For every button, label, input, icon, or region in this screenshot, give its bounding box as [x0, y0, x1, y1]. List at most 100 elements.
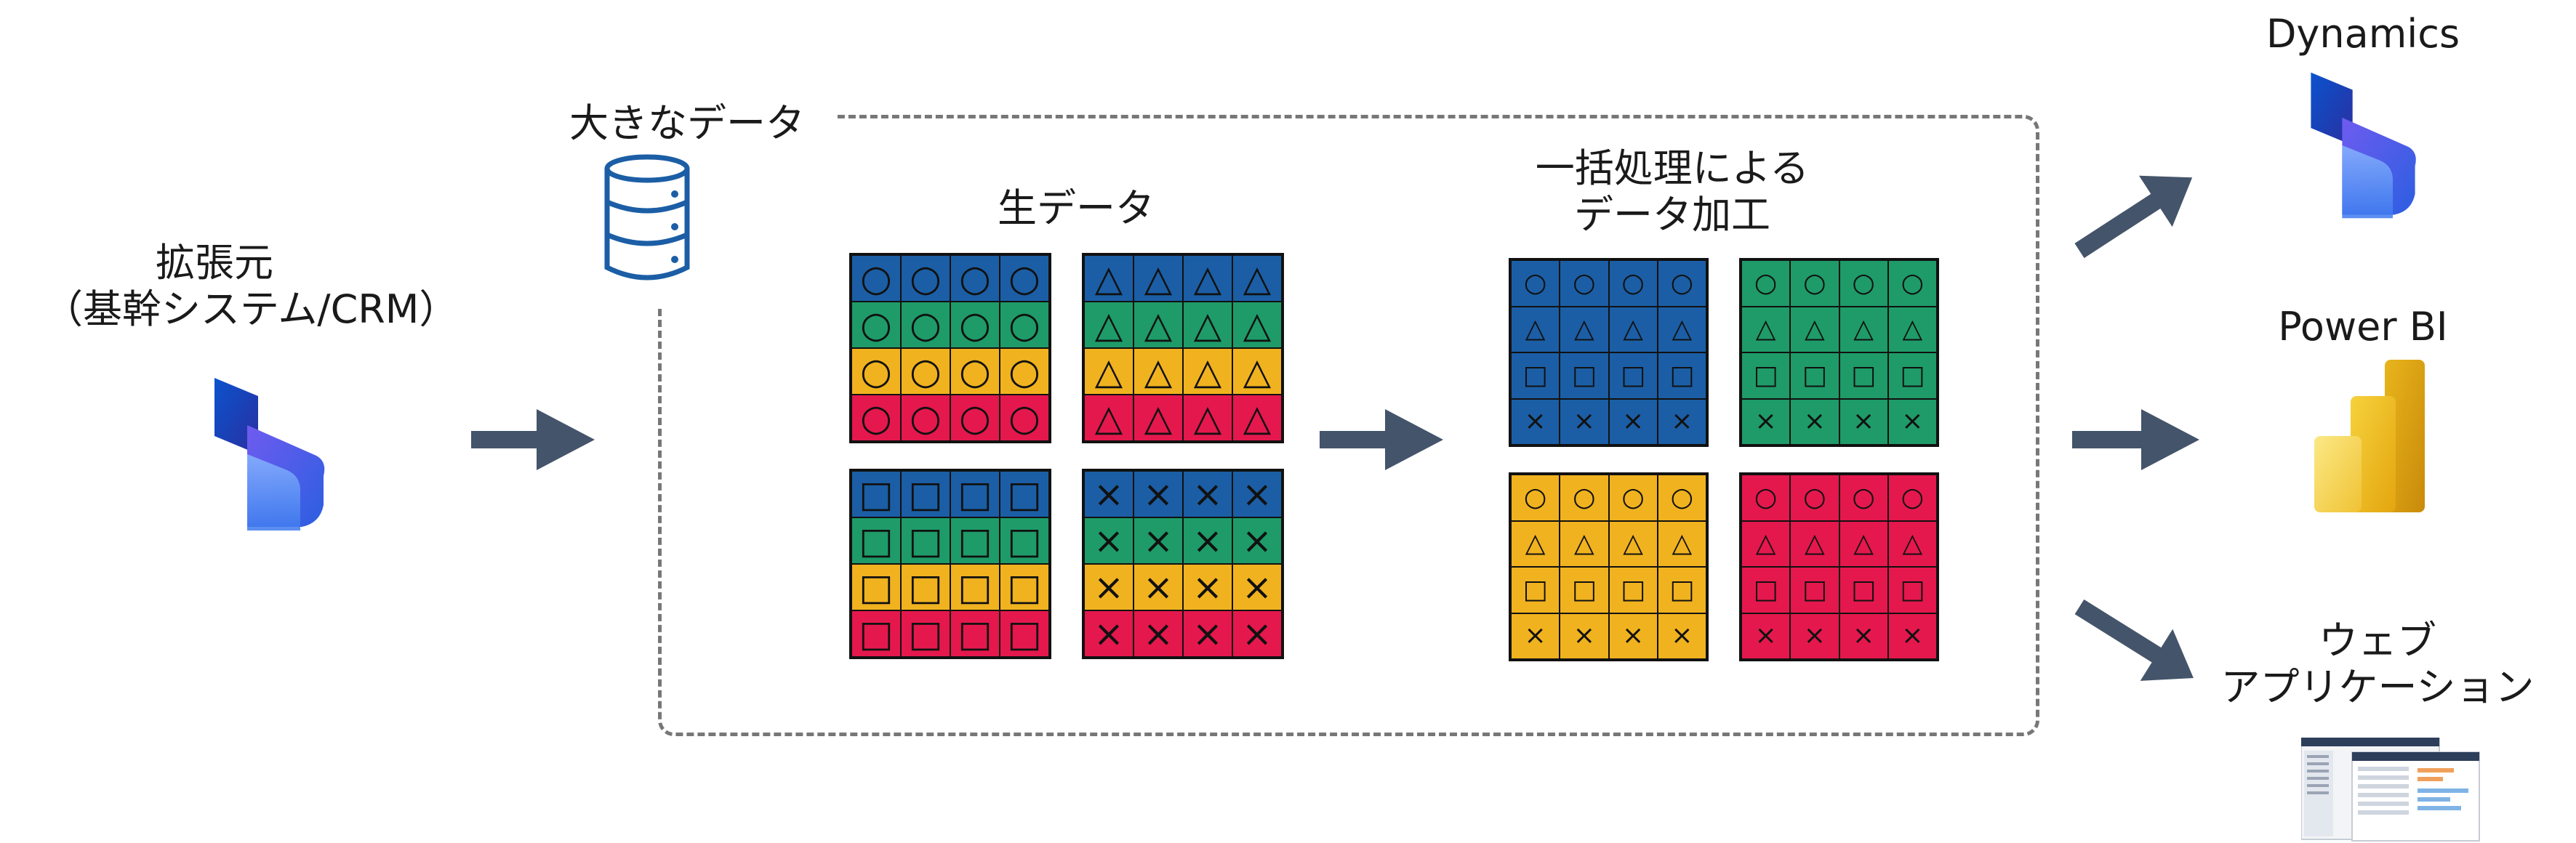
grid-cell-cross: × [1608, 613, 1658, 659]
grid-cell-triangle: △ [1608, 520, 1658, 567]
grid-cell-circle: ○ [1887, 260, 1937, 307]
arrow-to-powerbi-icon [2072, 409, 2199, 470]
arrow-to-container-icon [471, 409, 595, 470]
grid-cell-square: □ [1608, 352, 1658, 399]
raw-grid-cross: ×××××××××××××××× [1082, 469, 1284, 659]
grid-cell-triangle: △ [1084, 395, 1133, 441]
dynamics-logo-icon [2311, 72, 2416, 219]
grid-cell-circle: ○ [1839, 475, 1888, 521]
grid-cell-cross: × [1183, 610, 1232, 657]
grid-cell-triangle: △ [1839, 306, 1888, 352]
grid-cell-square: □ [901, 564, 950, 610]
grid-cell-triangle: △ [1511, 306, 1560, 352]
grid-cell-square: □ [1790, 352, 1839, 399]
grid-cell-cross: × [1511, 398, 1560, 445]
grid-cell-triangle: △ [1084, 302, 1133, 348]
grid-cell-cross: × [1657, 613, 1706, 659]
grid-cell-circle: ○ [1657, 475, 1706, 521]
grid-cell-square: □ [851, 564, 901, 610]
grid-cell-triangle: △ [1183, 255, 1232, 302]
grid-cell-circle: ○ [1000, 395, 1049, 441]
web-app-screenshot-icon [2301, 738, 2480, 842]
grid-cell-triangle: △ [1741, 520, 1791, 567]
grid-cell-triangle: △ [1133, 255, 1183, 302]
grid-cell-square: □ [901, 610, 950, 657]
processed-grid-red: ○○○○△△△△□□□□×××× [1739, 472, 1939, 661]
grid-cell-triangle: △ [1232, 348, 1282, 395]
dynamics-logo-icon [214, 378, 325, 531]
processed-grid-green: ○○○○△△△△□□□□×××× [1739, 258, 1939, 447]
grid-cell-square: □ [1790, 567, 1839, 613]
processed-title-line2: データ加工 [1574, 191, 1770, 238]
grid-cell-cross: × [1232, 517, 1282, 564]
grid-cell-square: □ [851, 610, 901, 657]
grid-cell-cross: × [1232, 564, 1282, 610]
grid-cell-circle: ○ [1839, 260, 1888, 307]
grid-cell-circle: ○ [1790, 475, 1839, 521]
grid-cell-square: □ [950, 471, 1000, 517]
grid-cell-triangle: △ [1183, 395, 1232, 441]
grid-cell-triangle: △ [1560, 520, 1609, 567]
arrow-to-processed-icon [1320, 409, 1443, 470]
grid-cell-square: □ [1887, 352, 1937, 399]
grid-cell-triangle: △ [1741, 306, 1791, 352]
grid-cell-circle: ○ [1887, 475, 1937, 521]
grid-cell-cross: × [1839, 398, 1888, 445]
dest-dynamics-label: Dynamics [2266, 11, 2460, 57]
grid-cell-square: □ [851, 471, 901, 517]
grid-cell-square: □ [1511, 352, 1560, 399]
grid-cell-square: □ [851, 517, 901, 564]
processed-grid-blue: ○○○○△△△△□□□□×××× [1509, 258, 1709, 447]
grid-cell-square: □ [950, 610, 1000, 657]
grid-cell-circle: ○ [901, 255, 950, 302]
grid-cell-circle: ○ [1000, 348, 1049, 395]
grid-cell-circle: ○ [1511, 475, 1560, 521]
grid-cell-triangle: △ [1560, 306, 1609, 352]
grid-cell-triangle: △ [1608, 306, 1658, 352]
grid-cell-circle: ○ [901, 302, 950, 348]
container-label: 大きなデータ [569, 100, 805, 146]
grid-cell-triangle: △ [1839, 520, 1888, 567]
grid-cell-circle: ○ [851, 302, 901, 348]
grid-cell-square: □ [1839, 567, 1888, 613]
grid-cell-square: □ [901, 471, 950, 517]
grid-cell-square: □ [1560, 567, 1609, 613]
dest-powerbi-label: Power BI [2278, 304, 2448, 350]
grid-cell-square: □ [950, 564, 1000, 610]
dest-web-app-label: ウェブ アプリケーション [2196, 618, 2559, 710]
grid-cell-triangle: △ [1232, 255, 1282, 302]
grid-cell-square: □ [1887, 567, 1937, 613]
grid-cell-square: □ [1000, 471, 1049, 517]
grid-cell-cross: × [1887, 398, 1937, 445]
grid-cell-square: □ [950, 517, 1000, 564]
grid-cell-triangle: △ [1183, 348, 1232, 395]
arrow-to-dynamics-icon [2074, 175, 2193, 259]
grid-cell-triangle: △ [1232, 395, 1282, 441]
grid-cell-circle: ○ [1741, 475, 1791, 521]
raw-grid-triangle: △△△△△△△△△△△△△△△△ [1082, 253, 1284, 443]
arrow-to-web-app-icon [2074, 599, 2194, 681]
grid-cell-circle: ○ [901, 395, 950, 441]
grid-cell-triangle: △ [1133, 302, 1183, 348]
grid-cell-cross: × [1084, 471, 1133, 517]
grid-cell-cross: × [1133, 517, 1183, 564]
grid-cell-circle: ○ [1790, 260, 1839, 307]
dest-web-app-label-line2: アプリケーション [2220, 663, 2535, 710]
grid-cell-square: □ [1000, 610, 1049, 657]
grid-cell-circle: ○ [950, 348, 1000, 395]
grid-cell-cross: × [1133, 564, 1183, 610]
grid-cell-square: □ [1560, 352, 1609, 399]
grid-cell-circle: ○ [1560, 475, 1609, 521]
processed-title-line1: 一括処理による [1535, 145, 1810, 191]
grid-cell-circle: ○ [1511, 260, 1560, 307]
grid-cell-cross: × [1084, 610, 1133, 657]
grid-cell-cross: × [1183, 564, 1232, 610]
grid-cell-triangle: △ [1657, 520, 1706, 567]
grid-cell-circle: ○ [851, 348, 901, 395]
grid-cell-circle: ○ [1560, 260, 1609, 307]
database-icon [604, 154, 690, 281]
grid-cell-circle: ○ [950, 255, 1000, 302]
grid-cell-cross: × [1183, 517, 1232, 564]
grid-cell-cross: × [1084, 517, 1133, 564]
grid-cell-square: □ [901, 517, 950, 564]
